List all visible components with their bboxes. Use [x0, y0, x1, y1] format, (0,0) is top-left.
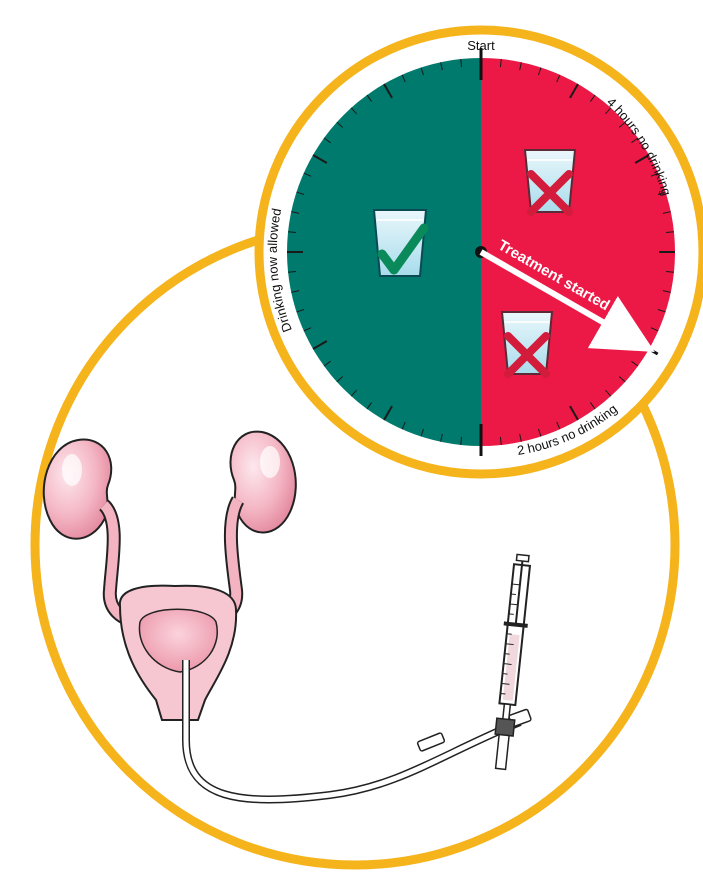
syringe-tick	[509, 614, 514, 615]
glass-cross-icon	[502, 312, 552, 374]
glass-check-icon	[374, 210, 426, 276]
start-label: Start	[467, 38, 495, 53]
syringe-tick	[500, 693, 505, 694]
syringe-tick	[503, 674, 508, 675]
glass-cross-icon	[525, 150, 575, 212]
syringe-tick	[505, 654, 510, 655]
syringe-tick	[507, 634, 512, 635]
syringe-tick	[511, 594, 516, 595]
